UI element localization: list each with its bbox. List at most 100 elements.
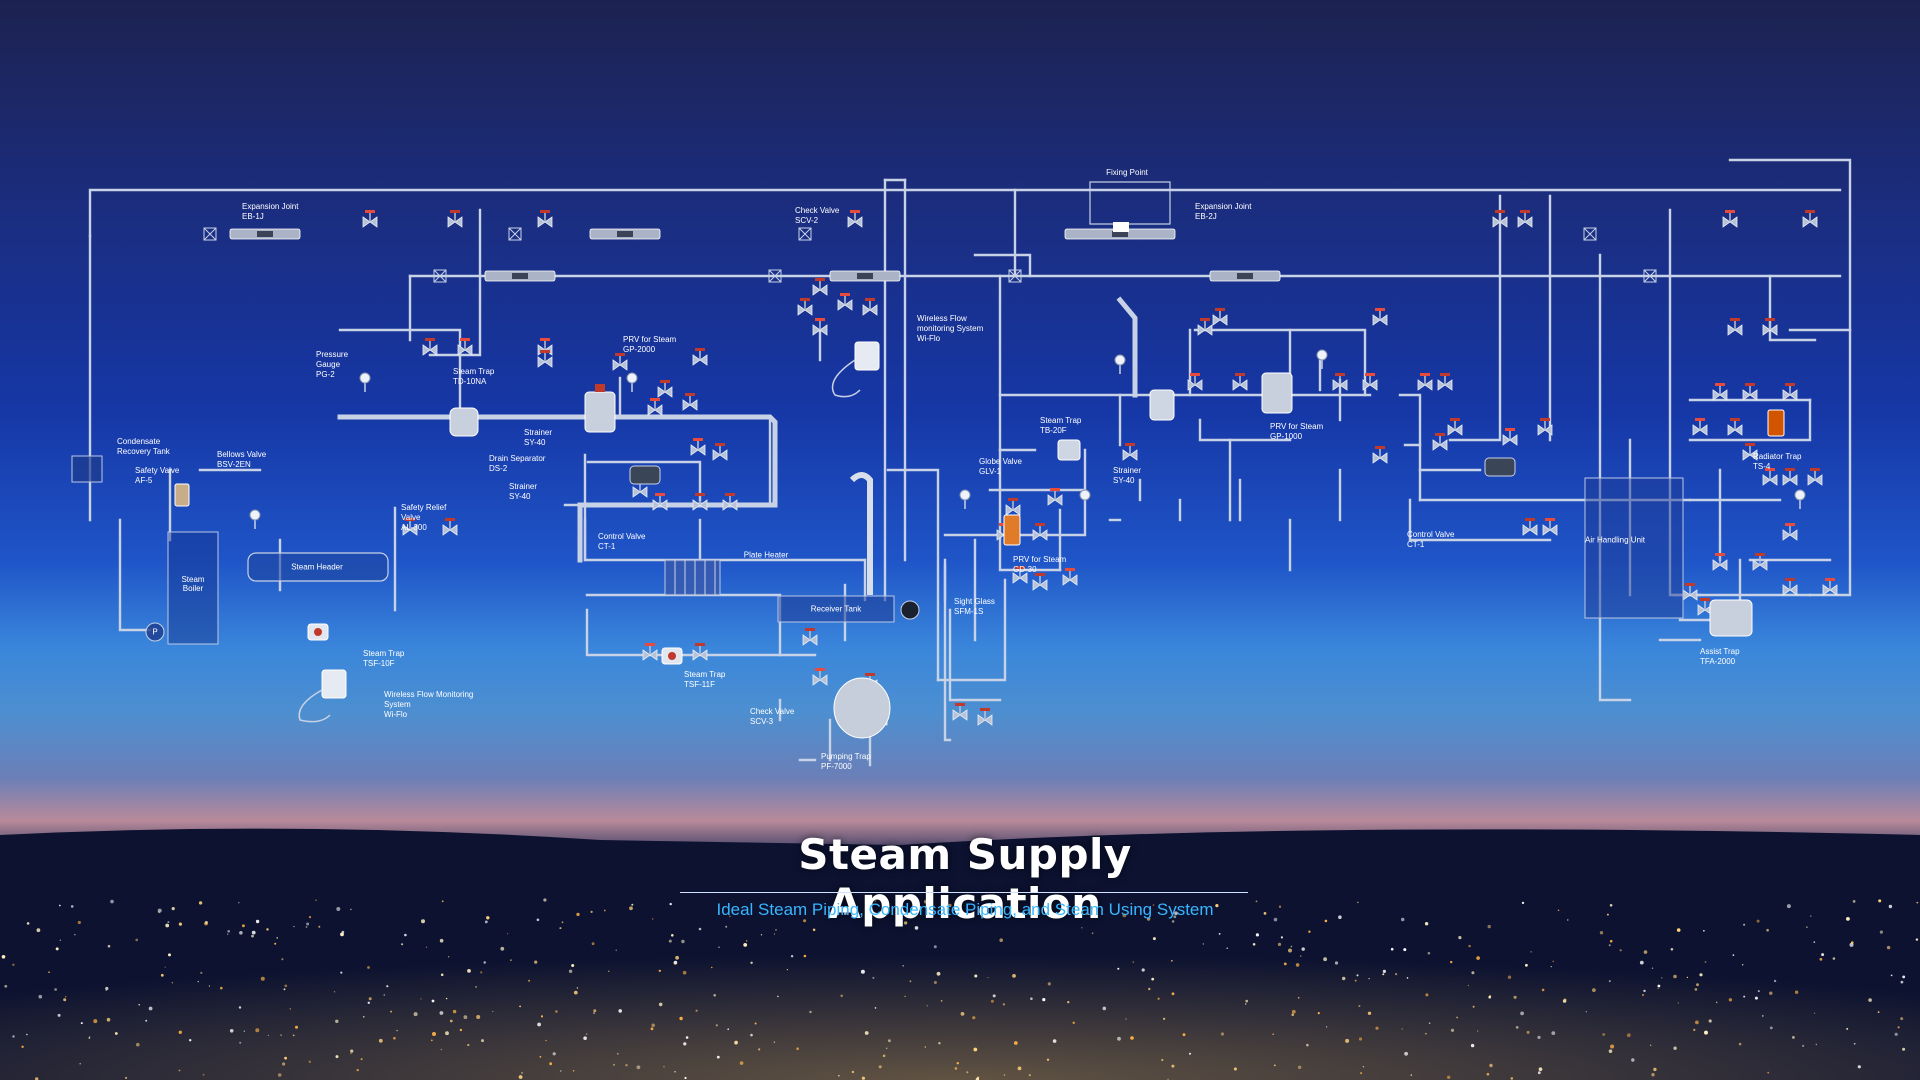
city-light: [718, 946, 720, 948]
city-light: [1002, 1003, 1006, 1006]
valve-icon-handwheel: [1365, 373, 1375, 376]
pump-label: P: [152, 627, 158, 637]
city-light: [914, 926, 919, 930]
city-light: [874, 899, 877, 902]
city-light: [439, 1011, 444, 1015]
city-light: [956, 1062, 959, 1065]
city-light: [26, 1033, 28, 1036]
valve-icon-handwheel: [1375, 308, 1385, 311]
city-light: [93, 1019, 98, 1024]
city-light: [1738, 1042, 1742, 1046]
city-light: [603, 909, 606, 912]
city-light: [1368, 978, 1370, 980]
city-light: [885, 901, 889, 906]
valve-icon-handwheel: [540, 338, 550, 341]
city-light: [1280, 936, 1283, 939]
city-light: [1769, 991, 1773, 995]
city-light: [282, 1062, 286, 1066]
component-name: Check Valve: [795, 206, 840, 215]
city-light: [1592, 988, 1596, 992]
component-model: TB-20F: [1040, 426, 1067, 435]
city-light: [698, 927, 702, 931]
city-light: [571, 964, 575, 967]
component-name: Strainer: [1113, 466, 1142, 475]
city-light: [284, 1056, 287, 1060]
component-name: Assist Trap: [1700, 647, 1740, 656]
component-name: Fixing Point: [1106, 168, 1148, 177]
valve-icon-handwheel: [1065, 568, 1075, 571]
valve-icon-handwheel: [425, 338, 435, 341]
city-light: [1728, 998, 1733, 1002]
city-light: [684, 1076, 687, 1080]
component-model: CT-1: [1407, 540, 1425, 549]
component-model: TSF-10F: [363, 659, 395, 668]
city-light: [55, 947, 59, 951]
pipe-anchor-icon: [1583, 227, 1597, 241]
city-light: [1291, 1013, 1294, 1016]
city-light: [1551, 1031, 1556, 1035]
city-light: [1916, 901, 1919, 904]
city-light: [432, 1032, 436, 1036]
city-light: [1673, 974, 1677, 979]
pipe: [1808, 328, 1852, 597]
city-light: [239, 931, 243, 935]
city-light: [1507, 975, 1512, 979]
city-light: [1810, 915, 1812, 917]
city-light: [178, 1069, 181, 1072]
city-light: [904, 995, 906, 998]
city-light: [1813, 941, 1816, 943]
city-light: [1786, 904, 1791, 909]
city-light: [1447, 1075, 1451, 1080]
city-light: [1526, 1030, 1530, 1034]
city-light: [510, 959, 512, 962]
city-light: [197, 980, 199, 983]
city-light: [1450, 960, 1453, 964]
city-light: [1661, 977, 1663, 979]
city-light: [441, 900, 444, 903]
city-light: [79, 1062, 81, 1065]
city-light: [1354, 979, 1357, 982]
pipe: [936, 578, 1007, 682]
city-light: [341, 930, 345, 934]
city-light: [1278, 905, 1282, 908]
city-light: [1458, 936, 1462, 940]
city-light: [669, 902, 672, 906]
page-title: Steam Supply Application: [798, 830, 1132, 928]
valve-icon-handwheel: [1035, 573, 1045, 576]
city-light: [585, 1033, 588, 1035]
city-light: [1360, 1072, 1363, 1075]
city-light: [1450, 1028, 1455, 1032]
city-light: [1390, 947, 1394, 951]
city-light: [12, 1035, 15, 1038]
city-light: [1173, 915, 1177, 919]
city-light: [57, 1013, 61, 1017]
city-light: [238, 1006, 242, 1009]
city-light: [486, 916, 490, 920]
city-light: [636, 1065, 641, 1070]
valve-icon-handwheel: [800, 298, 810, 301]
city-light: [1072, 1021, 1075, 1024]
city-light: [1643, 950, 1648, 954]
city-light: [1476, 956, 1480, 960]
city-light: [74, 934, 76, 936]
city-light: [1878, 899, 1882, 903]
city-light: [1102, 1006, 1107, 1011]
city-light: [1317, 1012, 1320, 1015]
prv-gp1000-icon: [1261, 372, 1293, 414]
city-light: [882, 1054, 886, 1058]
city-light: [1657, 987, 1659, 989]
city-light: [1338, 915, 1342, 919]
city-light: [1308, 930, 1311, 933]
city-light: [671, 934, 674, 937]
city-light: [1769, 1026, 1773, 1030]
city-light: [404, 933, 407, 937]
city-light: [803, 919, 807, 923]
city-light: [1676, 928, 1681, 932]
